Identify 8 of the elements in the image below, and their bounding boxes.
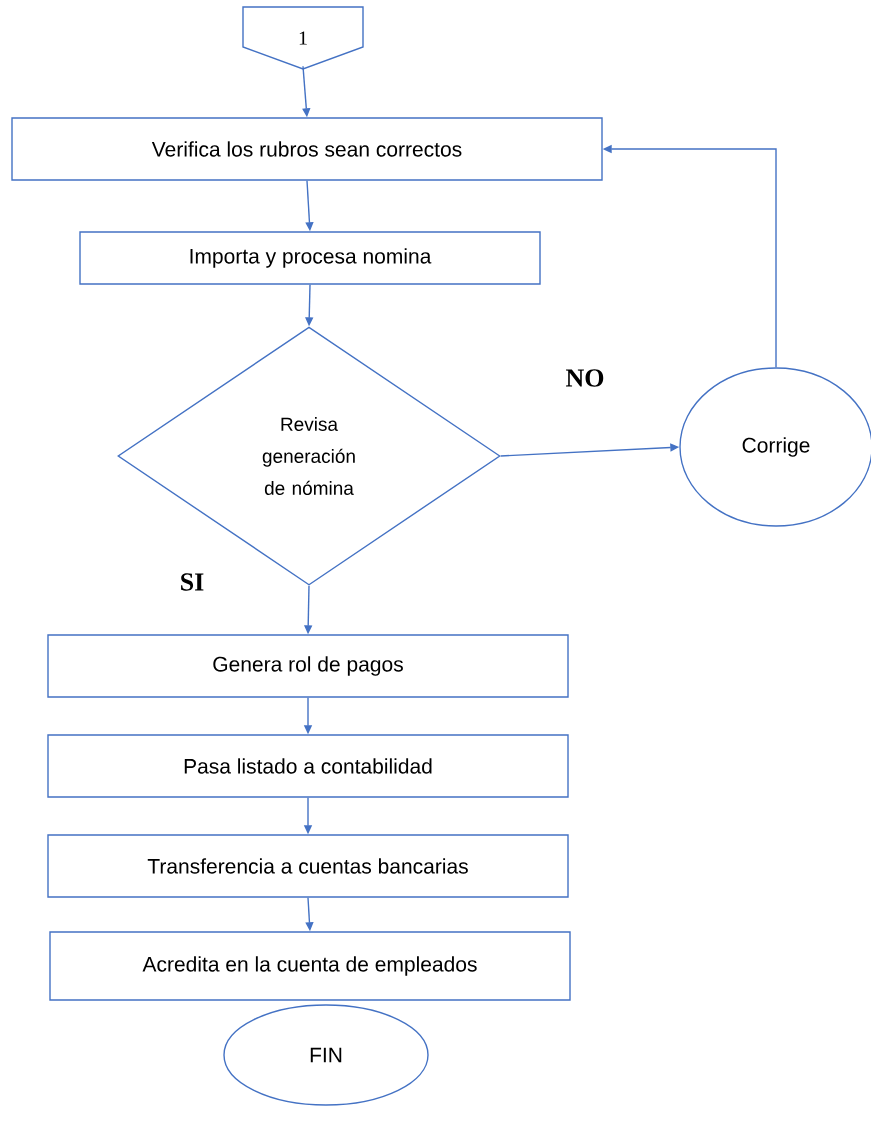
off-page-connector: 1 <box>242 6 364 70</box>
process-box: Verifica los rubros sean correctos <box>11 117 603 181</box>
edge-label: NO <box>564 368 606 388</box>
process-box: Acredita en la cuenta de empleados <box>49 931 571 1001</box>
process-box: Genera rol de pagos <box>47 634 569 698</box>
process-box: Transferencia a cuentas bancarias <box>47 834 569 898</box>
process-box: Pasa listado a contabilidad <box>47 734 569 798</box>
process-box: Importa y procesa nomina <box>79 231 541 285</box>
